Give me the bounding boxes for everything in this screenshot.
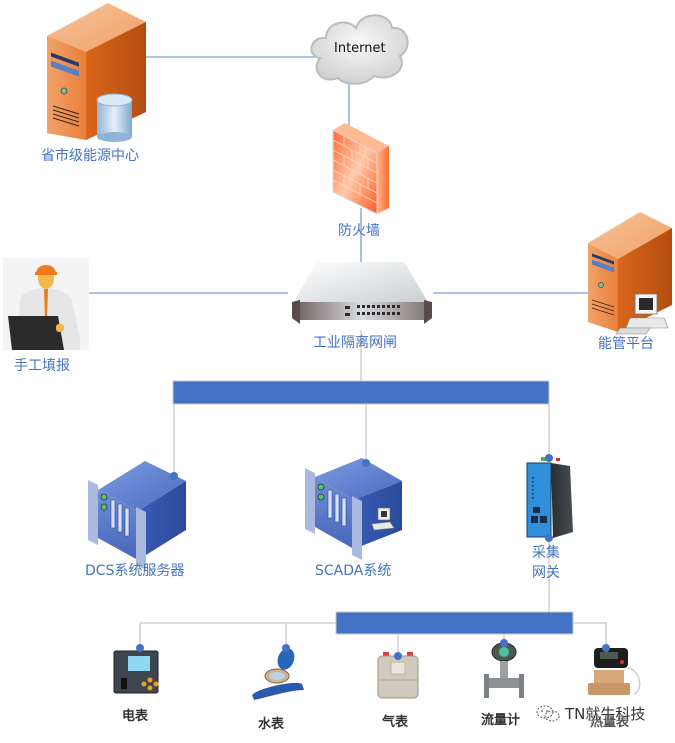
wechat-icon (536, 705, 560, 721)
water-meter-icon (252, 648, 304, 700)
server-workstation-icon (588, 212, 672, 335)
scada-label: SCADA系统 (315, 563, 392, 579)
watermark: TN就牛科技 (535, 703, 645, 724)
collector-gateway-label-line2: 网关 (532, 565, 560, 581)
provincial-center-label: 省市级能源中心 (41, 148, 139, 164)
internet-label: Internet (334, 41, 386, 56)
meter-label-flow: 流量计 (481, 713, 521, 728)
dot-gas (394, 652, 402, 660)
manual-entry-label: 手工填报 (14, 358, 70, 374)
heat-meter-icon (588, 648, 641, 695)
watermark-text: TN就牛科技 (565, 705, 646, 723)
meter-label-water: 水表 (258, 717, 285, 732)
dot-water (282, 644, 290, 652)
flow-meter-icon (484, 642, 524, 698)
network-appliance-icon (292, 262, 432, 324)
dot-dcs (170, 472, 178, 480)
server-database-icon (47, 3, 146, 142)
meter-label-gas: 气表 (382, 715, 409, 730)
cloud-icon (310, 14, 409, 85)
dcs-server-label: DCS系统服务器 (85, 563, 185, 579)
meter-label-electric: 电表 (122, 709, 149, 724)
lower-bus-bar (335, 611, 574, 635)
electric-meter-icon (113, 650, 159, 694)
firewall-label: 防火墙 (338, 223, 380, 239)
connection-dots (136, 454, 610, 660)
meter-label-heat: 热量表 (590, 715, 630, 730)
rack-server-workstation-icon (305, 458, 402, 560)
upper-bus-bar (172, 380, 550, 405)
link-lowerbus-electric (139, 622, 336, 648)
din-rail-gateway-icon (526, 457, 573, 538)
dot-gateway-bottom (545, 534, 553, 542)
dot-gateway-top (545, 454, 553, 462)
dot-scada (362, 459, 370, 467)
isolation-gateway-label: 工业隔离网闸 (313, 335, 397, 351)
collector-gateway-label-line1: 采集 (532, 545, 560, 561)
link-lowerbus-heat (573, 622, 607, 648)
dot-flow (500, 639, 508, 647)
firewall-icon (332, 123, 389, 215)
worker-laptop-icon (3, 258, 89, 350)
dot-heat (602, 644, 610, 652)
dot-electric (136, 644, 144, 652)
energy-platform-label: 能管平台 (598, 336, 654, 352)
rack-server-icon (88, 461, 186, 570)
